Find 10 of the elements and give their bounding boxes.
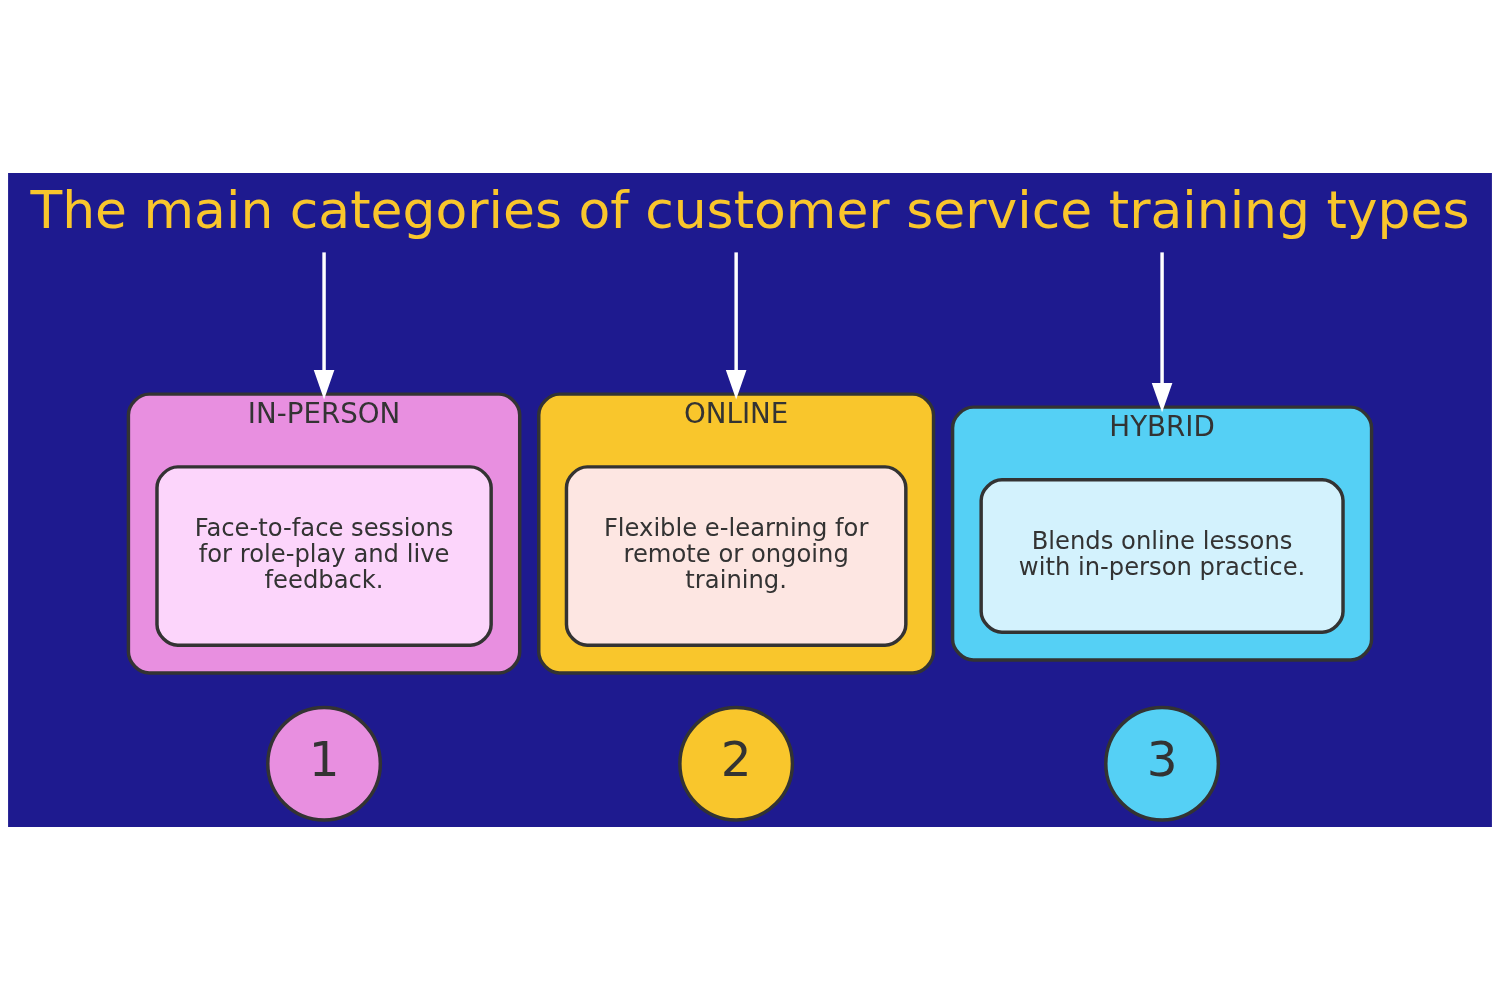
node-circle: 3	[1104, 705, 1221, 822]
diagram-title: The main categories of customer service training types	[30, 180, 1470, 241]
arrow	[725, 252, 747, 400]
node-box: Face-to-face sessions for role-play and live feedback.	[155, 465, 493, 647]
arrow	[1151, 252, 1173, 413]
node-circle: 1	[266, 705, 383, 822]
node-box: Blends online lessons with in-person practice.	[979, 478, 1345, 634]
arrow	[313, 252, 335, 400]
node-box: Flexible e-learning for remote or ongoing training.	[564, 465, 908, 647]
node-circle: 2	[678, 705, 795, 822]
